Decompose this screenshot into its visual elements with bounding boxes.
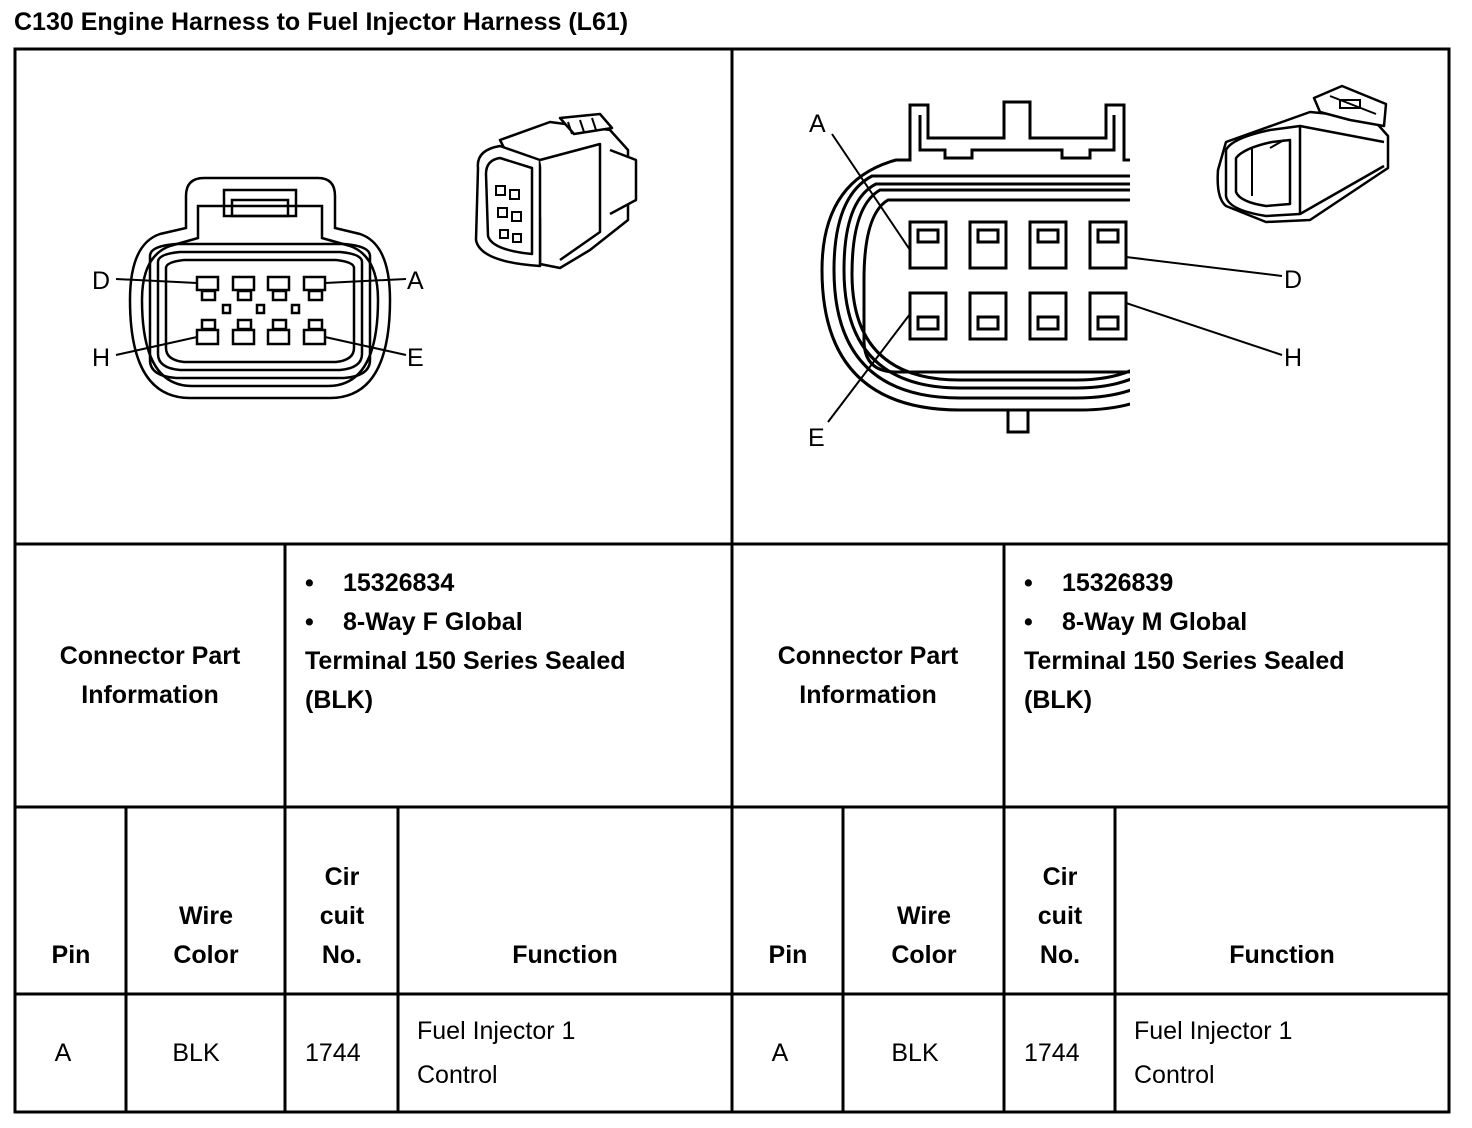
female-connector-3d-sketch (474, 112, 638, 270)
male-connector-leaders: D H (1125, 256, 1302, 370)
cell-function: Fuel Injector 1 Control (1134, 1017, 1293, 1089)
pin-label-d: D (1284, 266, 1302, 294)
connector-type: 8-Way M Global (1062, 608, 1248, 636)
column-header-pin: Pin (51, 941, 91, 969)
pin-label-e: E (808, 424, 825, 452)
cell-circuit: 1744 (305, 1038, 361, 1067)
page-title: C130 Engine Harness to Fuel Injector Har… (14, 8, 629, 36)
column-header-pin: Pin (768, 941, 808, 969)
part-number: 15326839 (1062, 569, 1174, 597)
column-header-function: Function (512, 941, 618, 969)
connector-part-info: •15326839 •8-Way M Global Terminal 150 S… (1006, 546, 1447, 805)
terminal-series: Terminal 150 Series Sealed (1024, 647, 1345, 675)
part-number: 15326834 (343, 569, 455, 597)
cell-circuit: 1744 (1024, 1038, 1080, 1067)
column-header-circuit: Cir cuit No. (319, 863, 365, 969)
pin-label-d: D (92, 267, 110, 295)
connector-part-info-label: Connector Part Information (777, 641, 959, 709)
cell-pin: A (54, 1038, 72, 1067)
pin-label-a: A (809, 110, 826, 138)
pin-label-a: A (407, 267, 424, 295)
connector-part-info-label: Connector Part Information (59, 641, 241, 709)
cell-wire-color: BLK (172, 1038, 220, 1067)
pin-label-h: H (92, 344, 110, 372)
female-connector-face-diagram: D A H E (92, 176, 424, 400)
pin-label-e: E (407, 344, 424, 372)
pin-label-h: H (1284, 344, 1302, 370)
male-connector-3d-sketch (1216, 84, 1390, 224)
column-header-circuit: Cir cuit No. (1037, 863, 1083, 969)
cell-pin: A (771, 1038, 789, 1067)
male-connector-face-diagram: A E (808, 100, 1130, 452)
terminal-series: Terminal 150 Series Sealed (305, 647, 626, 675)
column-header-wire-color: Wire Color (173, 902, 239, 969)
connector-part-info: •15326834 •8-Way F Global Terminal 150 S… (287, 546, 730, 805)
connector-color: (BLK) (305, 686, 374, 714)
connector-color: (BLK) (1024, 686, 1093, 714)
column-header-function: Function (1229, 941, 1335, 969)
cell-function: Fuel Injector 1 Control (417, 1017, 576, 1089)
connector-type: 8-Way F Global (343, 608, 523, 636)
cell-wire-color: BLK (891, 1038, 939, 1067)
column-header-wire-color: Wire Color (891, 902, 957, 969)
